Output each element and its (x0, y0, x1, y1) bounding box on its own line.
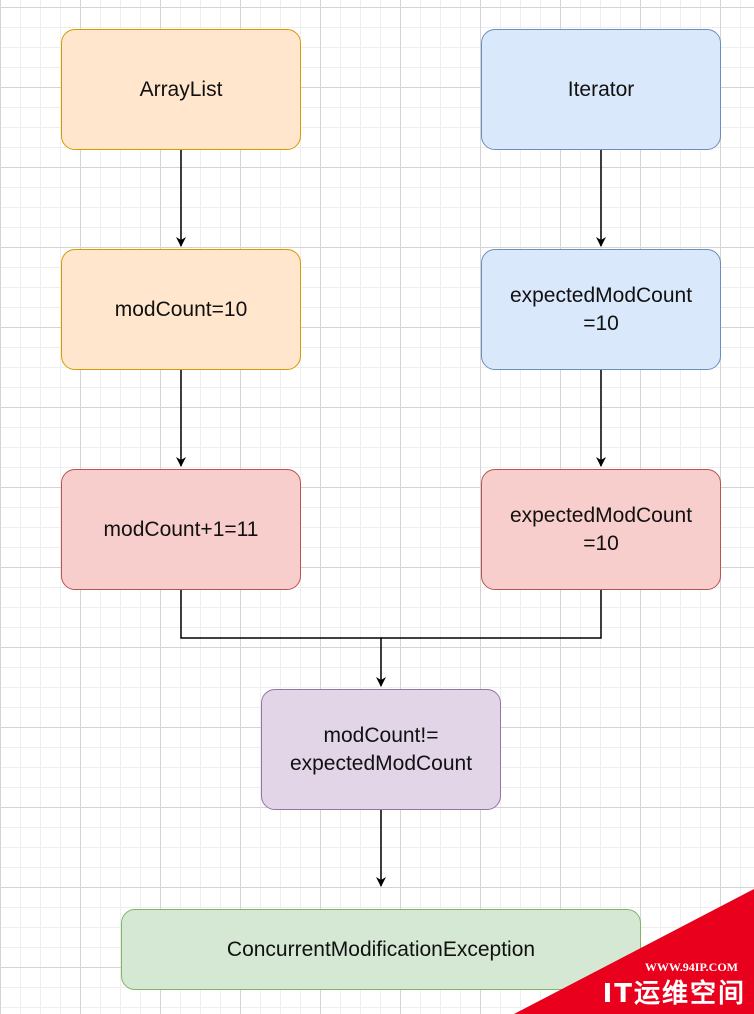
node-compare: modCount!= expectedModCount (261, 689, 501, 810)
node-iterator: Iterator (481, 29, 721, 150)
watermark-brand: IT运维空间 (602, 979, 746, 1009)
watermark: WWW.94IP.COM IT运维空间 (514, 889, 754, 1014)
edge-modcount-inc-to-compare (180, 590, 386, 687)
node-arraylist: ArrayList (61, 29, 301, 150)
edge-expected2-to-compare (381, 590, 602, 639)
node-exception: ConcurrentModificationException (121, 909, 641, 990)
node-expected-modcount-2: expectedModCount =10 (481, 469, 721, 590)
watermark-triangle (514, 889, 754, 1014)
node-expected-modcount-1: expectedModCount =10 (481, 249, 721, 370)
watermark-url: WWW.94IP.COM (644, 960, 738, 974)
node-modcount: modCount=10 (61, 249, 301, 370)
node-modcount-increment: modCount+1=11 (61, 469, 301, 590)
